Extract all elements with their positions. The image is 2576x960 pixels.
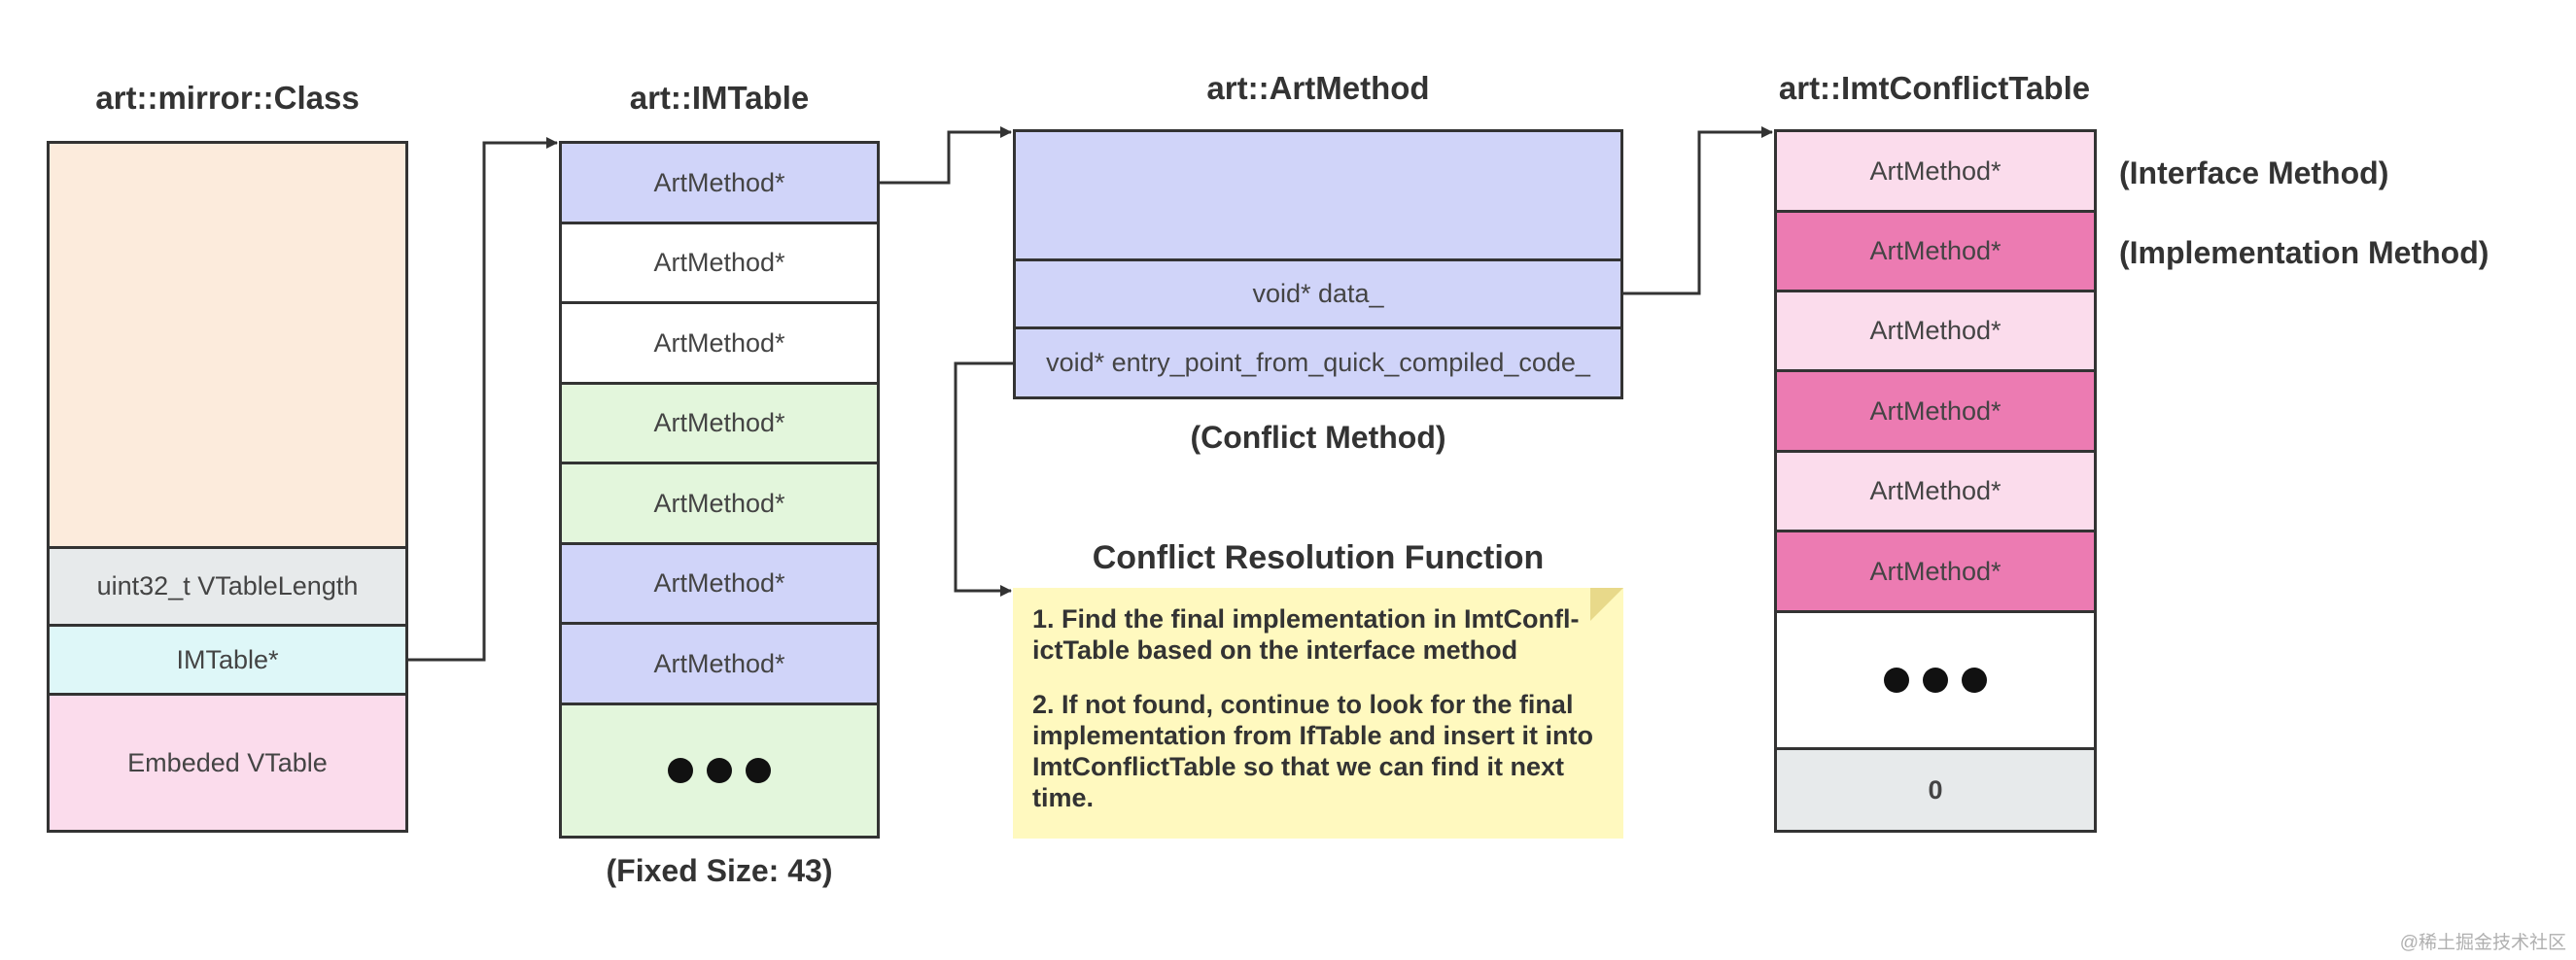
imtable-entry: ArtMethod* (562, 625, 877, 705)
imtable-caption: (Fixed Size: 43) (606, 853, 833, 888)
resolution-note: 1. Find the final implementation in ImtC… (1013, 588, 1623, 839)
note-fold-corner (1590, 588, 1623, 621)
ellipsis-icon (1884, 668, 1987, 693)
watermark: @稀土掘金技术社区 (2399, 933, 2566, 953)
art-method-fields (1016, 132, 1620, 261)
conflict-entry-interface: ArtMethod* (1777, 132, 2094, 213)
imtable-ellipsis (562, 705, 877, 836)
imtable-entry: ArtMethod* (562, 144, 877, 224)
imtable-entry: ArtMethod* (562, 545, 877, 625)
vtable-length-cell: uint32_t VTableLength (50, 549, 405, 627)
conflict-entry-interface: ArtMethod* (1777, 453, 2094, 532)
mirror-class-box: uint32_t VTableLength IMTable* Embeded V… (47, 141, 408, 833)
resolution-step-1: 1. Find the final implementation in ImtC… (1032, 604, 1580, 665)
imtable-entry: ArtMethod* (562, 224, 877, 304)
entry-point-cell: void* entry_point_from_quick_compiled_co… (1016, 329, 1620, 396)
conflict-terminator-cell: 0 (1777, 750, 2094, 830)
embedded-vtable-cell: Embeded VTable (50, 696, 405, 830)
imtable-entry: ArtMethod* (562, 464, 877, 545)
art-method-caption: (Conflict Method) (1190, 420, 1446, 455)
legend-implementation-method: (Implementation Method) (2119, 235, 2489, 270)
ellipsis-icon (668, 758, 771, 783)
conflict-entry-interface: ArtMethod* (1777, 292, 2094, 372)
legend-interface-method: (Interface Method) (2119, 155, 2389, 190)
resolution-title: Conflict Resolution Function (1092, 539, 1545, 576)
art-method-box: void* data_ void* entry_point_from_quick… (1013, 129, 1623, 399)
arrow-entry-point-to-resolution (954, 361, 1013, 597)
conflict-entry-implementation: ArtMethod* (1777, 372, 2094, 453)
arrow-imtable-to-artmethod (880, 126, 1012, 185)
imtable-entry: ArtMethod* (562, 304, 877, 385)
imtable-pointer-cell: IMTable* (50, 627, 405, 696)
resolution-step-2: 2. If not found, continue to look for th… (1032, 690, 1594, 812)
mirror-class-title: art::mirror::Class (95, 80, 360, 116)
arrow-data-to-conflict-table (1623, 126, 1773, 295)
conflict-ellipsis (1777, 613, 2094, 750)
arrow-imtable-pointer (408, 137, 558, 662)
conflict-entry-implementation: ArtMethod* (1777, 532, 2094, 613)
art-method-title: art::ArtMethod (1206, 70, 1430, 106)
mirror-class-fields (50, 144, 405, 549)
conflict-entry-implementation: ArtMethod* (1777, 213, 2094, 292)
imtable-title: art::IMTable (629, 80, 810, 116)
imtable-box: ArtMethod* ArtMethod* ArtMethod* ArtMeth… (559, 141, 880, 839)
conflict-table-title: art::ImtConflictTable (1778, 70, 2091, 106)
conflict-table-box: ArtMethod* ArtMethod* ArtMethod* ArtMeth… (1774, 129, 2097, 833)
data-field-cell: void* data_ (1016, 261, 1620, 329)
imtable-entry: ArtMethod* (562, 385, 877, 464)
